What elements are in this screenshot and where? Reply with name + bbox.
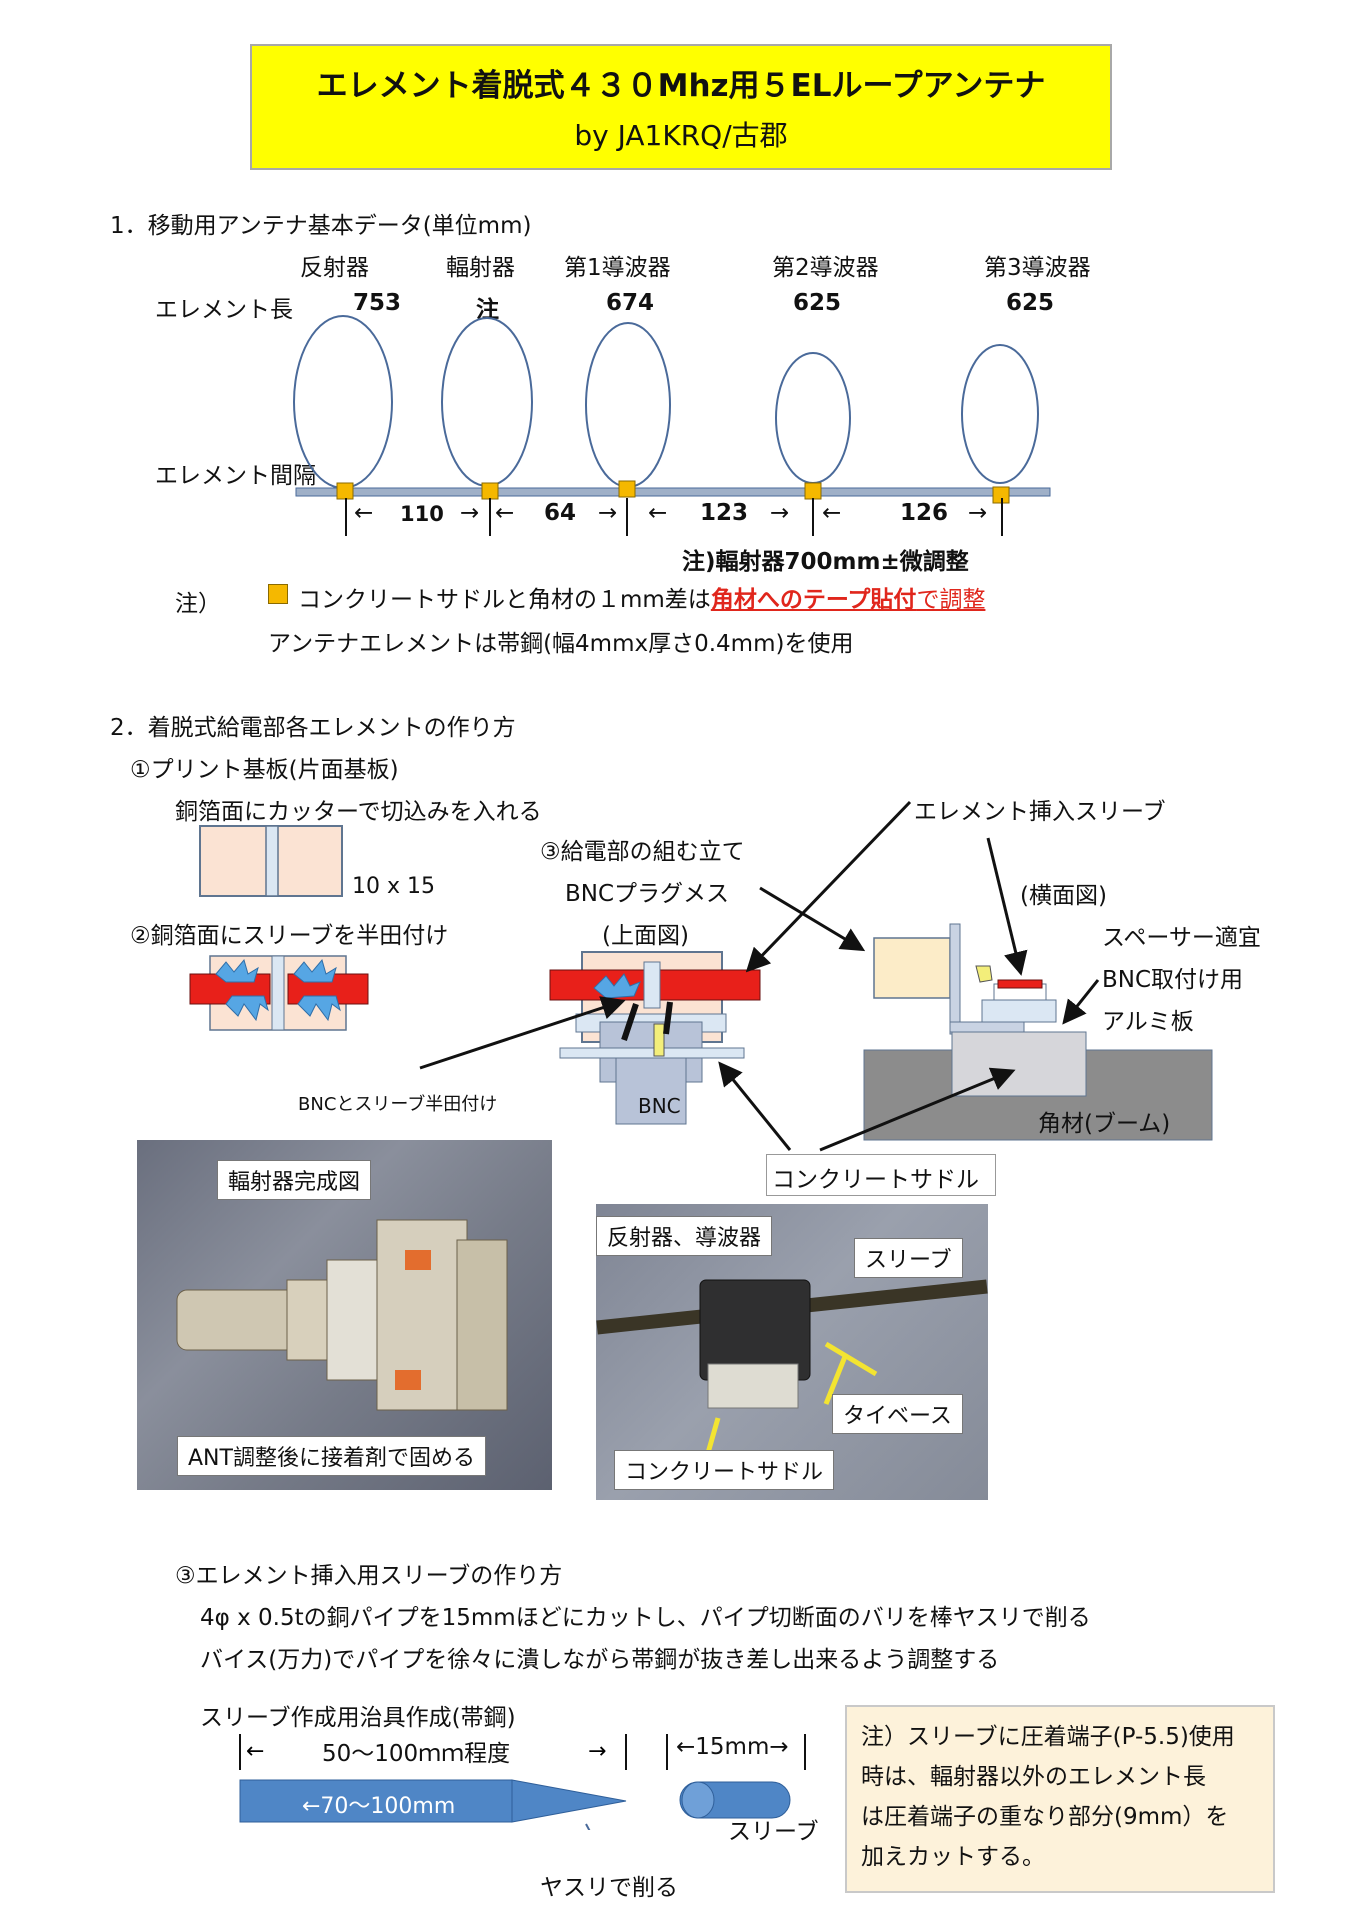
title-box: エレメント着脱式４３０Mhz用５ELループアンテナ by JA1KRQ/古郡 [250, 44, 1112, 170]
loop-radiator [441, 317, 533, 487]
element-length-director2: 625 [793, 290, 842, 316]
photo1-caption-bottom: ANT調整後に接着剤で固める [177, 1436, 486, 1476]
radiator-photo-art [176, 1219, 508, 1411]
step3-title: ③給電部の組む立て [540, 839, 745, 865]
note-box-line1: 注）スリーブに圧着端子(P-5.5)使用 [861, 1724, 1235, 1750]
element-name-director3: 第3導波器 [984, 255, 1091, 281]
note-line2: アンテナエレメントは帯鋼(幅4mmx厚さ0.4mm)を使用 [268, 631, 854, 657]
note-prefix: 注） [175, 591, 221, 617]
photo2-saddle-label: コンクリートサドル [614, 1450, 835, 1490]
svg-text:→: → [588, 1739, 606, 1764]
saddle-marker-1 [336, 482, 354, 500]
step1-label: ①プリント基板(片面基板) [130, 757, 399, 783]
pcb-board-diagram [199, 825, 343, 897]
element-length-director1: 674 [606, 290, 655, 316]
section3-line2: バイス(万力)でパイプを徐々に潰しながら帯鋼が抜き差し出来るよう調整する [200, 1647, 1000, 1673]
element-name-radiator: 輻射器 [446, 255, 515, 281]
bnc-label: BNC [638, 1094, 681, 1118]
loop-director2 [775, 352, 851, 484]
spacer-label: スペーサー適宜 [1102, 925, 1261, 951]
saddle-marker-4 [804, 482, 822, 500]
photo1-caption-top: 輻射器完成図 [217, 1160, 372, 1200]
saddle-legend-icon [268, 584, 288, 604]
bnc-solder-label: BNCとスリーブ半田付け [298, 1094, 498, 1115]
board-size-label: 10 x 15 [352, 874, 435, 899]
callout-arrows [419, 800, 1100, 1152]
antenna-diagram [293, 315, 1051, 536]
jig-title: スリーブ作成用治具作成(帯鋼) [200, 1705, 516, 1731]
svg-text:←: ← [246, 1739, 264, 1764]
file-note-label: ヤスリで削る [540, 1875, 678, 1901]
element-length-reflector: 753 [353, 290, 402, 316]
note-box-line4: 加えカットする。 [861, 1844, 1045, 1870]
spacing-2: 64 [544, 500, 577, 526]
jig-length-label: 50～100ｍｍ程度 [322, 1741, 511, 1767]
section2-heading: 2．着脱式給電部各エレメントの作り方 [110, 715, 516, 741]
side-view-label: (横面図) [1020, 883, 1107, 909]
saddle-label: コンクリートサドル [772, 1167, 979, 1193]
section3-line1: 4φ x 0.5tの銅パイプを15mmほどにカットし、パイプ切断面のバリを棒ヤス… [200, 1605, 1091, 1631]
radiator-photo: 輻射器完成図 ANT調整後に接着剤で固める [137, 1140, 552, 1490]
note-box-line3: は圧着端子の重なり部分(9mm）を [861, 1804, 1229, 1830]
element-name-director2: 第2導波器 [772, 255, 879, 281]
spacing-3: 123 [700, 500, 749, 526]
element-length-radiator: 注 [476, 297, 499, 323]
document-author: by JA1KRQ/古郡 [574, 119, 788, 152]
spacing-4: 126 [900, 500, 949, 526]
radiator-note: 注)輻射器700mm±微調整 [682, 549, 969, 575]
spacing-label: エレメント間隔 [155, 463, 316, 489]
boom [295, 487, 1051, 497]
element-name-reflector: 反射器 [300, 255, 369, 281]
element-length-label: エレメント長 [155, 297, 293, 323]
bnc-mount-label: BNC取付け用 [1102, 967, 1244, 993]
saddle-marker-3 [618, 480, 636, 498]
sleeve-label: スリーブ [728, 1819, 819, 1845]
section1-heading: 1．移動用アンテナ基本データ(単位mm) [110, 213, 532, 239]
note-line1: コンクリートサドルと角材の１mm差は角材へのテープ貼付で調整 [298, 587, 986, 613]
step1-desc: 銅箔面にカッターで切込みを入れる [175, 799, 542, 825]
alu-plate-label: アルミ板 [1102, 1009, 1194, 1035]
step2-label: ②銅箔面にスリーブを半田付け [130, 923, 449, 949]
loop-director3 [961, 344, 1039, 484]
sleeve-length-label: ←15mm→ [676, 1734, 789, 1760]
jig-inner-label: ←70～100mm [302, 1794, 456, 1819]
loop-director1 [585, 322, 671, 488]
element-length-director3: 625 [1006, 290, 1055, 316]
boom-label: 角材(ブーム) [1038, 1111, 1171, 1137]
jig-diagram: ← → [239, 1734, 806, 1830]
photo2-sleeve-label: スリーブ [854, 1238, 963, 1278]
reflector-director-photo: 反射器、導波器 スリーブ タイベース コンクリートサドル [596, 1204, 988, 1500]
top-view-label: (上面図) [602, 923, 689, 949]
saddle-marker-2 [481, 482, 499, 500]
sleeve-note-box: 注）スリーブに圧着端子(P-5.5)使用 時は、輻射器以外のエレメント長 は圧着… [845, 1705, 1275, 1893]
pcb-sleeve-diagram [189, 955, 369, 1031]
saddle-label-box [766, 1154, 996, 1196]
bnc-plug-label: BNCプラグメス [565, 881, 730, 907]
feed-top-view-diagram [549, 951, 761, 1125]
section3-heading: ③エレメント挿入用スリーブの作り方 [175, 1563, 563, 1589]
document-title: エレメント着脱式４３０Mhz用５ELループアンテナ [316, 68, 1046, 104]
photo2-tie-base-label: タイベース [832, 1394, 963, 1434]
photo2-caption-top: 反射器、導波器 [596, 1216, 773, 1256]
sleeve-insert-label: エレメント挿入スリーブ [914, 799, 1166, 825]
note-box-line2: 時は、輻射器以外のエレメント長 [861, 1764, 1206, 1790]
element-name-director1: 第1導波器 [564, 255, 671, 281]
reflector-photo-art [596, 1279, 988, 1461]
spacing-1: 110 [400, 502, 444, 526]
loop-reflector [293, 315, 393, 489]
